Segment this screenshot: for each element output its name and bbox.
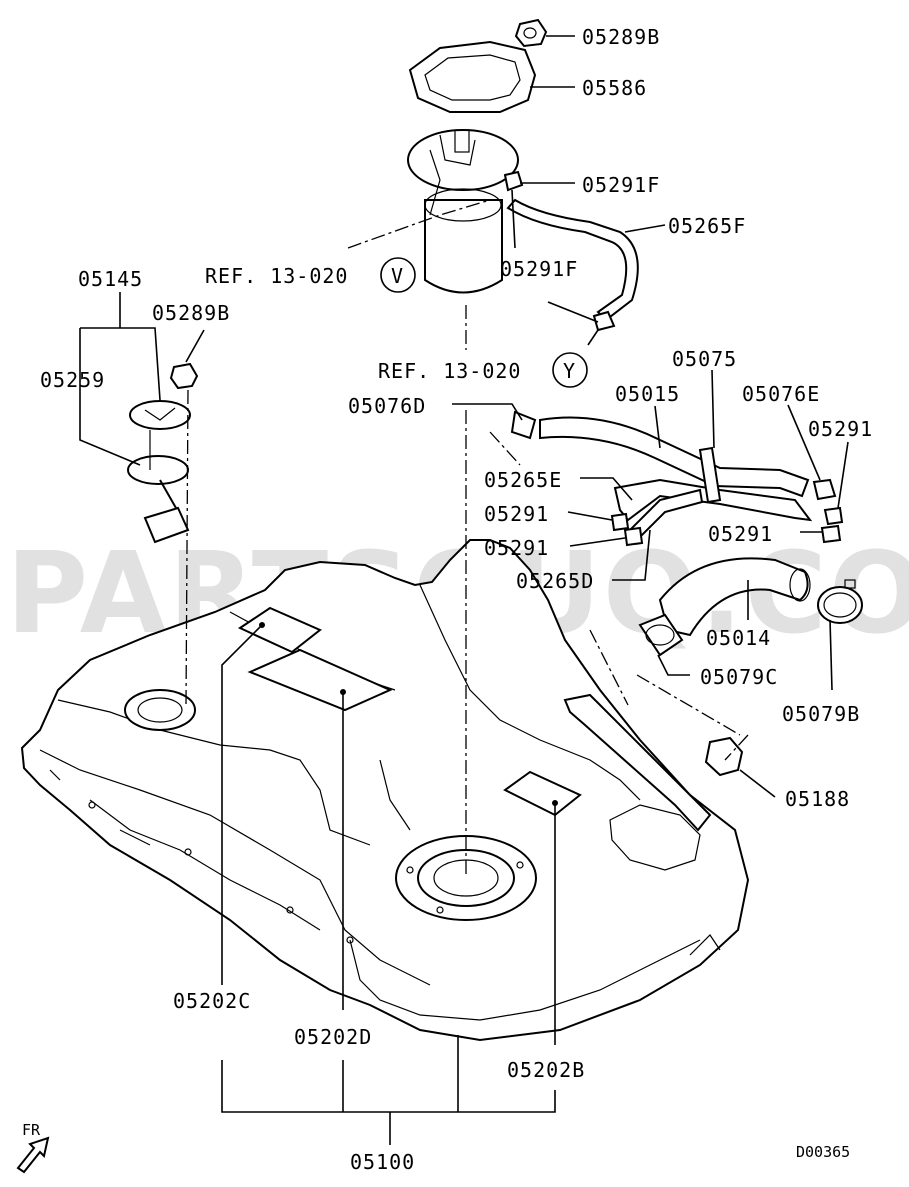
label-05265f[interactable]: 05265F	[668, 214, 746, 238]
label-05188[interactable]: 05188	[785, 787, 850, 811]
label-05075[interactable]: 05075	[672, 347, 737, 371]
clamp-05291f-bottom[interactable]	[592, 310, 616, 332]
pad-05202b[interactable]	[503, 770, 582, 817]
label-05079c[interactable]: 05079C	[700, 665, 778, 689]
label-05014[interactable]: 05014	[706, 626, 771, 650]
label-05291-l1[interactable]: 05291	[484, 502, 549, 526]
ref-y-circle	[552, 352, 588, 388]
clamp-05291-r1[interactable]	[823, 506, 844, 526]
label-05586[interactable]: 05586	[582, 76, 647, 100]
label-05291-r[interactable]: 05291	[808, 417, 873, 441]
fuel-pump-module[interactable]	[407, 129, 519, 294]
label-05291f-a[interactable]: 05291F	[582, 173, 660, 197]
label-05289b-left[interactable]: 05289B	[152, 301, 230, 325]
diagram-code: D00365	[796, 1143, 850, 1161]
pad-05202d[interactable]	[247, 648, 393, 712]
label-05145[interactable]: 05145	[78, 267, 143, 291]
ref-y-text: REF. 13-020	[378, 359, 521, 383]
clamp-05291-l1[interactable]	[610, 512, 630, 532]
label-05289b-top[interactable]: 05289B	[582, 25, 660, 49]
label-05265e[interactable]: 05265E	[484, 468, 562, 492]
ref-y-marker: Y	[563, 359, 576, 383]
label-05291-l2[interactable]: 05291	[484, 536, 549, 560]
pad-05202c[interactable]	[237, 606, 322, 654]
label-05265d[interactable]: 05265D	[516, 569, 594, 593]
fr-label: FR	[22, 1121, 41, 1139]
label-05100[interactable]: 05100	[350, 1150, 415, 1174]
ref-v-marker: V	[391, 264, 404, 288]
label-05202d[interactable]: 05202D	[294, 1025, 372, 1049]
label-05259[interactable]: 05259	[40, 368, 105, 392]
nut-05289b-left[interactable]	[169, 362, 199, 390]
hose-05265f[interactable]	[506, 198, 639, 322]
label-05076d[interactable]: 05076D	[348, 394, 426, 418]
part-05188[interactable]	[704, 736, 744, 777]
breather-hose-05265d[interactable]	[628, 488, 704, 537]
arrow-fr-icon	[16, 1136, 50, 1174]
fuel-gauge-sender-05145[interactable]	[127, 400, 191, 544]
label-05202c[interactable]: 05202C	[173, 989, 251, 1013]
filler-pipe-05015[interactable]	[539, 416, 810, 498]
bracket-05075[interactable]	[698, 446, 722, 504]
ring-05586[interactable]	[408, 40, 537, 113]
label-05291f-b[interactable]: 05291F	[500, 257, 578, 281]
fuel-tank[interactable]	[20, 539, 750, 1042]
nut-05289b-top[interactable]	[514, 18, 548, 48]
clamp-05076d[interactable]	[510, 410, 537, 440]
clamp-05079b[interactable]	[817, 579, 863, 624]
ref-v-circle	[380, 257, 416, 293]
label-05079b[interactable]: 05079B	[782, 702, 860, 726]
label-05202b[interactable]: 05202B	[507, 1058, 585, 1082]
ref-v-text: REF. 13-020	[205, 264, 348, 288]
clamp-05079c[interactable]	[638, 613, 684, 657]
label-05076e[interactable]: 05076E	[742, 382, 820, 406]
label-05291-r2[interactable]: 05291	[708, 522, 773, 546]
clamp-05291-r2[interactable]	[820, 524, 842, 544]
label-05015[interactable]: 05015	[615, 382, 680, 406]
clamp-05291-l2[interactable]	[623, 526, 644, 547]
clamp-05076e[interactable]	[812, 478, 837, 501]
clamp-05291f-top[interactable]	[503, 170, 524, 192]
filler-hose-05014[interactable]	[658, 557, 809, 637]
